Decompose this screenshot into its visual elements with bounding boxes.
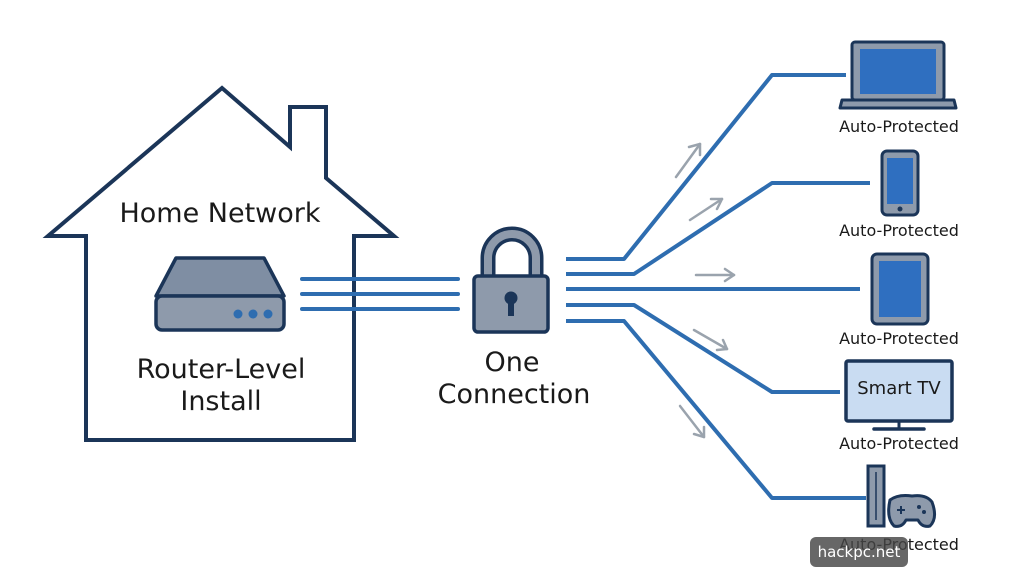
- arrow-icon: [692, 328, 729, 352]
- house-title: Home Network: [119, 198, 320, 229]
- tablet-icon: [870, 252, 930, 326]
- tv-icon: [844, 359, 954, 431]
- connection-lines: [566, 73, 870, 500]
- router-icon: [154, 256, 286, 332]
- router-label-line1: Router-Level: [137, 354, 306, 385]
- phone-icon: [880, 149, 920, 217]
- device-label-tablet: Auto-Protected: [839, 329, 959, 348]
- arrow-icon: [678, 404, 706, 439]
- laptop-icon: [838, 40, 958, 110]
- lock-label-line2: Connection: [438, 379, 591, 410]
- device-label-phone: Auto-Protected: [839, 221, 959, 240]
- lock-label-line1: One: [485, 347, 540, 378]
- router-to-lock-lines: [300, 277, 460, 311]
- device-label-tv: Auto-Protected: [839, 434, 959, 453]
- connection-line-tv: [566, 303, 840, 394]
- connection-line-laptop: [566, 73, 846, 261]
- device-label-laptop: Auto-Protected: [839, 117, 959, 136]
- arrow-icon: [674, 142, 702, 179]
- tv-screen-text: Smart TV: [857, 378, 941, 399]
- connection-line-console: [566, 319, 866, 500]
- lock-icon: [472, 226, 550, 334]
- connection-line-phone: [566, 181, 870, 276]
- house-outline: [42, 85, 400, 442]
- arrow-icon: [688, 197, 724, 222]
- direction-arrows: [674, 142, 736, 439]
- watermark: hackpc.net: [810, 537, 908, 567]
- arrow-icon: [694, 267, 736, 283]
- router-label-line2: Install: [180, 386, 261, 417]
- game-console-icon: [866, 464, 937, 528]
